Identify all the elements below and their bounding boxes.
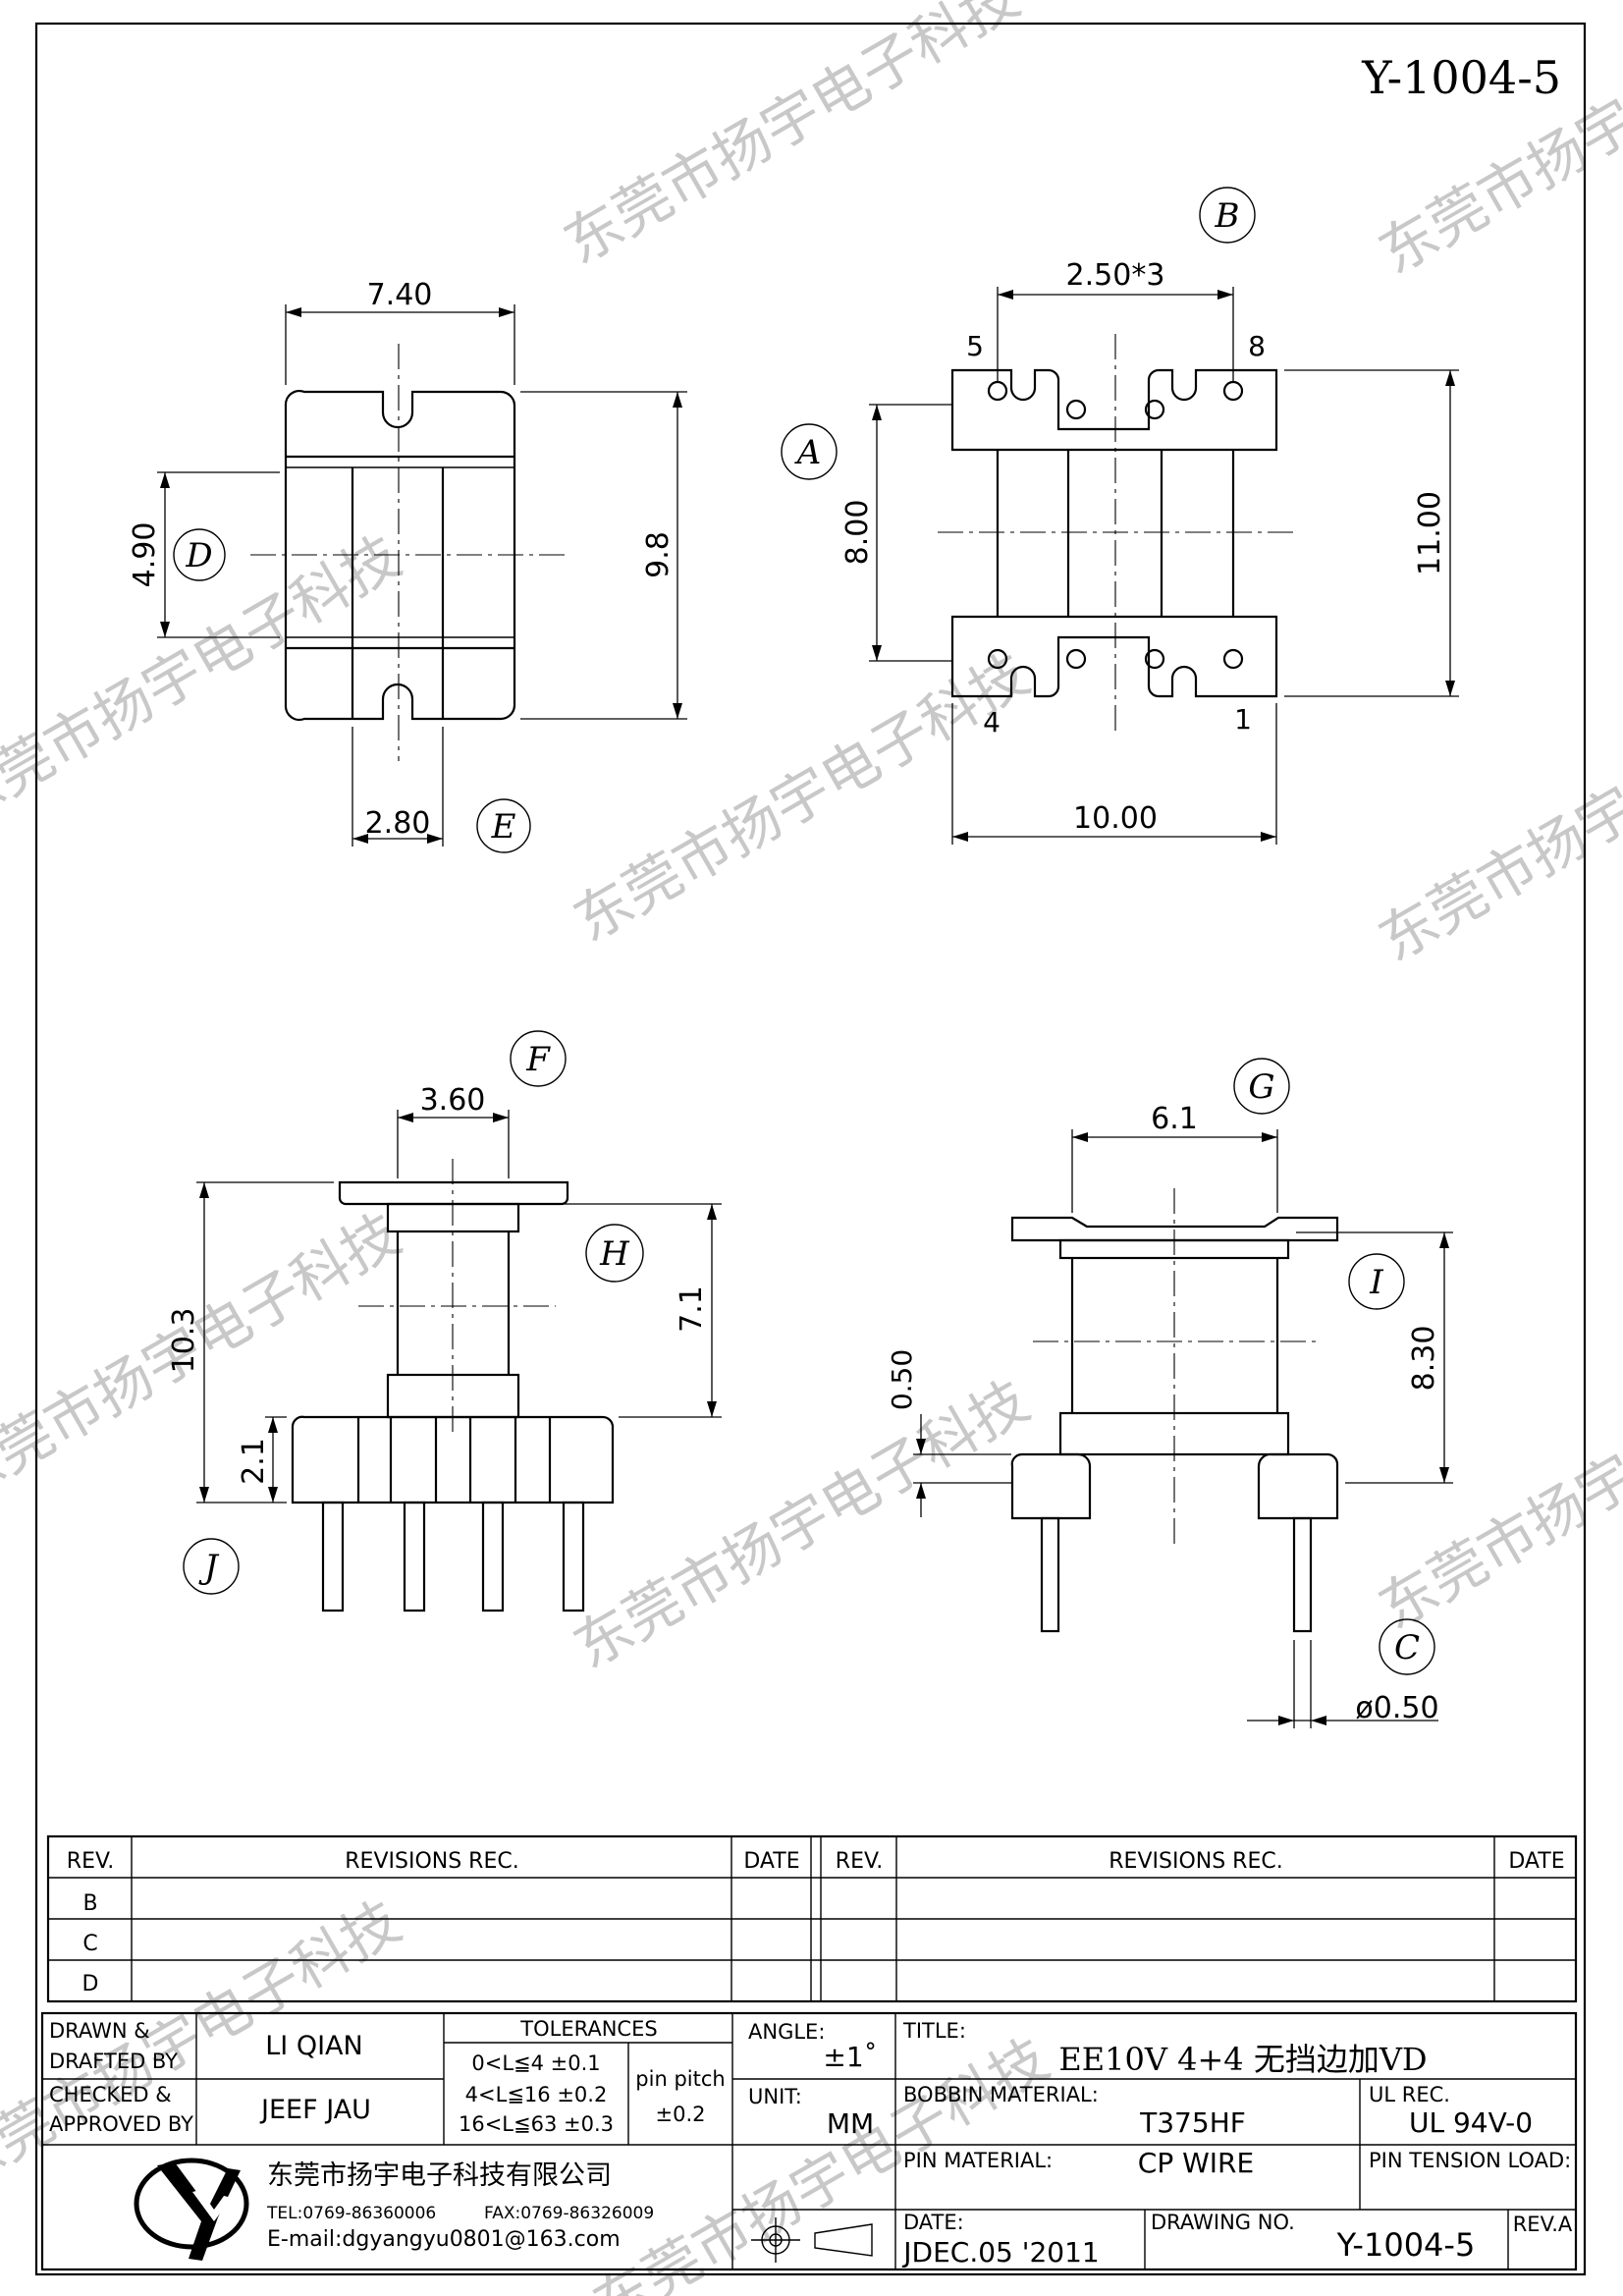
dim-base-width: 10.00 — [1073, 801, 1158, 836]
dim-core: 2.80 — [365, 806, 431, 841]
unit-value: MM — [827, 2107, 874, 2140]
dim-span: 8.00 — [840, 500, 875, 566]
dim-height: 9.8 — [641, 531, 676, 578]
pin-5: 5 — [966, 330, 984, 362]
dim-pitch: 2.50*3 — [1066, 258, 1165, 293]
watermark: 东莞市扬宇电子科技 — [553, 0, 1030, 277]
dim-base-h: 2.1 — [237, 1438, 271, 1485]
watermark: 东莞市扬宇电子科技 — [563, 640, 1040, 955]
pin-1: 1 — [1234, 703, 1252, 736]
sheet-border — [34, 22, 1587, 2276]
drawn-label-2: DRAFTED BY — [49, 2050, 178, 2073]
dim-pin-dia: ø0.50 — [1355, 1691, 1438, 1725]
ul-rec-label: UL REC. — [1369, 2083, 1450, 2106]
label-j: J — [198, 1548, 220, 1587]
company-fax: FAX:0769-86326009 — [484, 2204, 654, 2223]
label-i: I — [1369, 1263, 1383, 1302]
unit-label: UNIT: — [748, 2085, 802, 2108]
drawing-no-value: Y-1004-5 — [1336, 2226, 1476, 2264]
label-d: D — [185, 536, 212, 575]
checked-label-2: APPROVED BY — [49, 2112, 193, 2136]
angle-label: ANGLE: — [748, 2020, 825, 2044]
bottom-left-view: 3.60 F 10.3 2.1 7.1 H J — [167, 1030, 722, 1613]
bobbin-material-label: BOBBIN MATERIAL: — [903, 2083, 1099, 2106]
rev-row-d: D — [82, 1972, 99, 1996]
date-header-right: DATE — [1508, 1849, 1564, 1874]
dim-total-height: 11.00 — [1413, 491, 1447, 575]
company-logo — [134, 2158, 249, 2261]
bobbin-material-value: T375HF — [1139, 2106, 1246, 2139]
tolerance-2: 4<L≦16 ±0.2 — [465, 2083, 608, 2106]
drawing-code: Y-1004-5 — [1361, 51, 1561, 104]
tolerance-1: 0<L≦4 ±0.1 — [471, 2051, 600, 2075]
label-e: E — [491, 807, 516, 847]
label-f: F — [525, 1040, 551, 1079]
label-g: G — [1248, 1067, 1274, 1107]
projection-symbol-icon — [751, 2217, 873, 2263]
dim-barrel-h: 7.1 — [675, 1285, 709, 1333]
rec-header-left: REVISIONS REC. — [345, 1849, 518, 1874]
rec-header-right: REVISIONS REC. — [1109, 1849, 1282, 1874]
rev-header-left: REV. — [67, 1849, 114, 1874]
bottom-right-view: 6.1 G 8.30 I 0.50 ø0.50 C — [886, 1058, 1453, 1728]
label-h: H — [599, 1234, 630, 1274]
dim-width: 7.40 — [367, 278, 433, 312]
company-email: E-mail:dgyangyu0801@163.com — [267, 2227, 621, 2252]
label-b: B — [1215, 196, 1240, 236]
dim-slot: 4.90 — [128, 522, 162, 588]
title-label: TITLE: — [902, 2019, 966, 2043]
drawn-name: LI QIAN — [265, 2031, 362, 2061]
dim-total-h: 10.3 — [167, 1308, 201, 1374]
angle-value: ±1˚ — [823, 2041, 877, 2073]
pin-material-label: PIN MATERIAL: — [903, 2149, 1053, 2172]
label-a: A — [794, 433, 822, 472]
company-tel: TEL:0769-86360006 — [266, 2204, 436, 2223]
drawn-label-1: DRAWN & — [49, 2019, 150, 2043]
top-left-view: 7.40 9.8 4.90 D 2.80 E — [128, 278, 687, 853]
title-value: EE10V 4+4 无挡边加VD — [1058, 2041, 1427, 2078]
rev-label: REV.A — [1513, 2213, 1573, 2236]
checked-label-1: CHECKED & — [49, 2083, 172, 2106]
date-label: DATE: — [903, 2211, 964, 2234]
watermark: 东莞市扬宇电子科技 — [563, 1367, 1040, 1681]
ul-rec-value: UL 94V-0 — [1409, 2106, 1533, 2139]
checked-name: JEEF JAU — [259, 2095, 371, 2125]
date-header-left: DATE — [743, 1849, 799, 1874]
rev-row-b: B — [82, 1891, 97, 1916]
tolerances-label: TOLERANCES — [519, 2017, 657, 2041]
pin-material-value: CP WIRE — [1138, 2147, 1254, 2179]
top-right-view: 2.50*3 5 8 4 1 B 8.00 A 11.00 10.00 — [781, 187, 1459, 845]
company-name: 东莞市扬宇电子科技有限公司 — [267, 2160, 612, 2191]
pin-pitch-label: pin pitch — [635, 2067, 725, 2091]
drawing-no-label: DRAWING NO. — [1151, 2211, 1295, 2234]
rev-row-c: C — [82, 1932, 97, 1956]
pin-8: 8 — [1248, 330, 1266, 362]
rev-header-right: REV. — [836, 1849, 883, 1874]
revisions-table: REV. REVISIONS REC. DATE REV. REVISIONS … — [46, 1834, 1578, 2003]
dim-offset: 0.50 — [886, 1349, 918, 1410]
title-block: DRAWN & DRAFTED BY LI QIAN CHECKED & APP… — [40, 2011, 1578, 2271]
watermark: 东莞市扬宇电子科技 — [0, 1200, 411, 1514]
date-value: JDEC.05 '2011 — [901, 2236, 1099, 2269]
pin-tension-label: PIN TENSION LOAD: — [1369, 2149, 1571, 2172]
label-c: C — [1394, 1628, 1420, 1667]
pin-pitch-value: ±0.2 — [656, 2103, 706, 2126]
dim-width-g: 6.1 — [1151, 1102, 1198, 1136]
dim-height-i: 8.30 — [1407, 1326, 1441, 1392]
dim-flange: 3.60 — [420, 1083, 486, 1118]
tolerance-3: 16<L≦63 ±0.3 — [459, 2112, 614, 2136]
pin-4: 4 — [983, 706, 1001, 738]
